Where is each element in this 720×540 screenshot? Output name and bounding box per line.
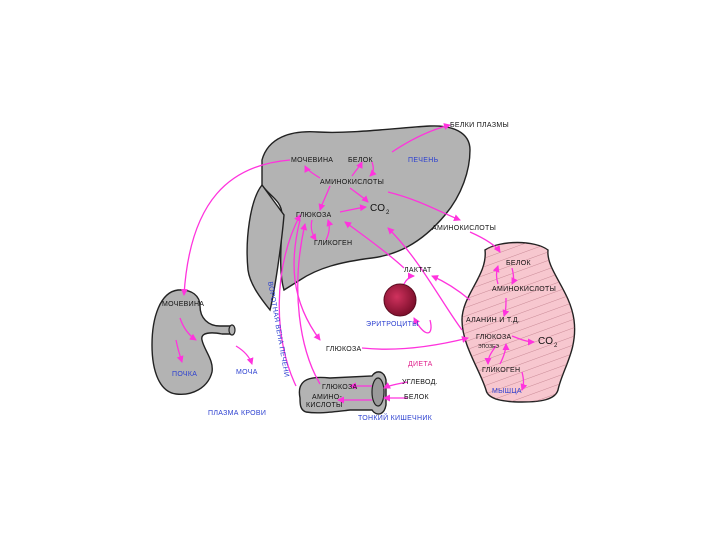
label-gut-glucose: ГЛЮКОЗА [322,384,358,391]
arrow-muscle-aminoacids-protein [492,265,500,285]
label-aminoacids-right: АМИНОКИСЛОТЫ [432,225,496,232]
arrow-kidney-urea-down [179,317,197,341]
label-urine: МОЧА [236,369,258,376]
liver-lower-lobe [246,183,285,312]
label-liver-protein: БЕЛОК [348,157,374,164]
label-gut-protein: БЕЛОК [404,394,430,401]
arrow-liver-to-plasma-proteins [391,123,451,153]
arrow-muscle-glucose-co2 [511,335,535,346]
arrow-muscle-to-plasma-down [520,371,528,391]
arrow-muscle-to-liver [387,227,463,331]
label-liver-glycogen: ГЛИКОГЕН [314,240,352,247]
label-muscle-protein: БЕЛОК [506,260,532,267]
arrow-kidney-to-urine [235,345,254,365]
arrow-glucose-to-glycogen [309,219,317,241]
label-diet: ДИЕТА [408,361,433,368]
arrow-liver-to-muscle-aminoacids [387,191,461,222]
arrow-muscle-protein-aminoacids [511,267,518,285]
label-carbohydrates: УГЛЕВОД. [402,379,438,386]
label-muscle-glucose-sub: ЭПОЗЕЭ [478,344,499,350]
arrow-glycogen-to-glucose [325,219,334,241]
arrow-protein-to-aminoacids [369,161,377,177]
intestine-shape [298,371,387,415]
label-muscle-glycogen: ГЛИКОГЕН [482,367,520,374]
label-urea: МОЧЕВИНА [291,157,333,164]
label-glucose-mid: ГЛЮКОЗА [326,346,362,353]
arrow-gut-glucose-to-portal [297,223,321,385]
label-muscle-co2-sub: 2 [554,343,558,349]
arrow-aminoacids-to-co2 [349,187,369,203]
arrow-urea-to-kidney [180,159,291,296]
arrow-muscle-glucose-glycogen [484,345,497,365]
arrow-lactate-to-liver [344,221,405,269]
label-plasma-proteins: БЕЛКИ ПЛАЗМЫ [450,122,509,129]
label-muscle: МЫШЦА [492,388,522,395]
arrow-liver-glucose-out [293,219,321,341]
arrow-aminoacids-to-urea [304,165,321,179]
label-alanine: АЛАНИН И Т.Д. [466,317,520,324]
arrow-aminoacids-to-protein [351,161,363,177]
label-portal-vein: ВОРОТНАЯ ВЕНА ПЕЧЕНИ [266,281,290,378]
arrow-rbc-to-lactate [403,272,415,285]
intestine-opening [371,377,385,407]
label-blood-plasma: ПЛАЗМА КРОВИ [208,410,266,417]
liver-shape [261,125,471,292]
label-liver: ПЕЧЕНЬ [408,157,439,164]
arrow-glucose-to-co2 [339,204,367,213]
kidney-shape [151,289,233,395]
arrow-portal-vein-up [278,214,301,387]
label-gut-aminoacids-1: АМИНО- [312,394,343,401]
label-liver-aminoacids: АМИНОКИСЛОТЫ [320,179,384,186]
label-muscle-glucose: ГЛЮКОЗА [476,334,512,341]
arrow-muscle-to-lactate [431,275,471,301]
arrow-glucose-to-muscle [361,336,469,350]
label-co2-sub: 2 [386,210,390,216]
label-co2: CO [370,203,385,214]
ureter [228,324,236,336]
label-lactate: ЛАКТАТ [404,267,432,274]
label-kidney: ПОЧКА [172,371,197,378]
label-kidney-urea: МОЧЕВИНА [162,301,204,308]
label-gut-aminoacids-2: КИСЛОТЫ [306,402,343,409]
arrow-diet-to-gut [383,381,409,389]
arrow-muscle-glycogen-glucose [499,343,510,365]
label-muscle-aminoacids: АМИНОКИСЛОТЫ [492,286,556,293]
erythrocyte [383,283,417,317]
arrow-aminoacids-to-muscle [469,231,501,253]
arrow-aminoacids-to-glucose [318,185,331,211]
arrow-kidney-to-bottom [175,339,184,363]
label-muscle-co2: CO [538,336,553,347]
label-liver-glucose: ГЛЮКОЗА [296,212,332,219]
label-erythrocytes: ЭРИТРОЦИТЫ [366,321,419,328]
arrow-glucose-to-rbc [413,317,432,334]
label-small-intestine: ТОНКИЙ КИШЕЧНИК [358,413,433,422]
arrow-aminoacids-alanine [502,297,510,317]
